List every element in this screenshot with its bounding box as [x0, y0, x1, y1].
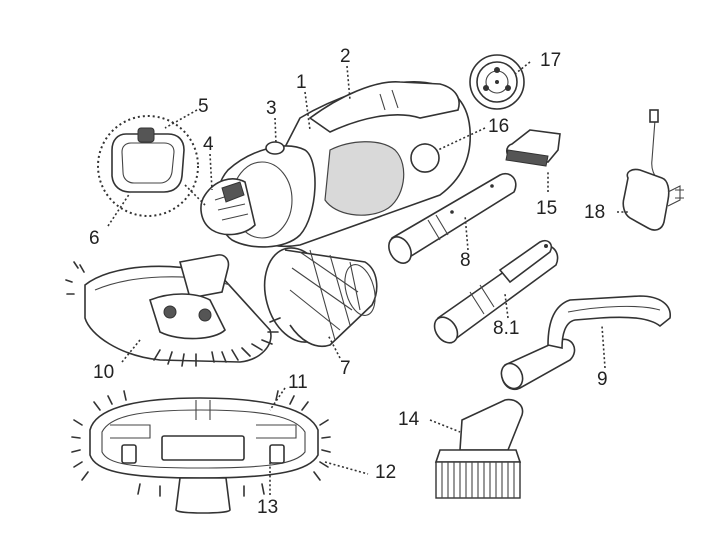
leader-1 — [304, 91, 311, 131]
leader-17 — [514, 61, 531, 75]
callout-labels: 1 2 3 4 5 6 7 8 8.1 9 10 11 12 13 14 15 … — [89, 46, 608, 518]
callout-14: 14 — [398, 409, 420, 430]
leader-lines — [107, 61, 630, 495]
crevice-tip — [505, 129, 561, 167]
callout-13: 13 — [257, 497, 278, 518]
leader-2 — [346, 65, 351, 101]
leader-6 — [107, 192, 131, 227]
callout-9: 9 — [597, 369, 608, 390]
leader-14 — [429, 419, 461, 433]
callout-8-1: 8.1 — [493, 318, 519, 339]
callout-1: 1 — [296, 72, 307, 93]
charger-adapter — [622, 109, 684, 231]
callout-2: 2 — [340, 46, 351, 67]
callout-5: 5 — [198, 96, 209, 117]
leader-3 — [274, 117, 277, 145]
callout-6: 6 — [89, 228, 100, 249]
nozzle-top-bristles — [65, 261, 281, 367]
brush-bristles — [435, 461, 521, 499]
callout-16: 16 — [488, 116, 509, 137]
round-end-cap — [469, 54, 525, 110]
cone-filter-cage — [263, 247, 378, 347]
callout-18: 18 — [584, 202, 605, 223]
leader-10 — [121, 339, 141, 363]
leader-12 — [324, 461, 369, 475]
extension-tube-with-clip — [433, 239, 559, 344]
leader-5 — [164, 109, 198, 129]
callout-17: 17 — [540, 50, 561, 71]
callout-4: 4 — [203, 134, 214, 155]
leader-9 — [601, 325, 606, 369]
callout-12: 12 — [375, 462, 396, 483]
callout-7: 7 — [340, 358, 351, 379]
detail-inset-filter — [97, 115, 206, 217]
wide-floor-nozzle-top — [65, 254, 281, 367]
callout-8: 8 — [460, 250, 471, 271]
leader-4 — [209, 153, 213, 191]
callout-3: 3 — [266, 98, 277, 119]
callout-10: 10 — [93, 362, 114, 383]
leader-8 — [464, 214, 469, 251]
angled-handle-tube — [500, 295, 671, 391]
extension-tube — [388, 173, 517, 264]
bristle-brush-attachment — [434, 398, 524, 499]
nozzle-bottom-bristles — [71, 390, 331, 497]
wide-floor-nozzle-bottom — [71, 390, 331, 514]
power-button — [410, 143, 440, 173]
callout-15: 15 — [536, 198, 557, 219]
callout-11: 11 — [288, 372, 308, 393]
leader-11 — [269, 387, 286, 411]
